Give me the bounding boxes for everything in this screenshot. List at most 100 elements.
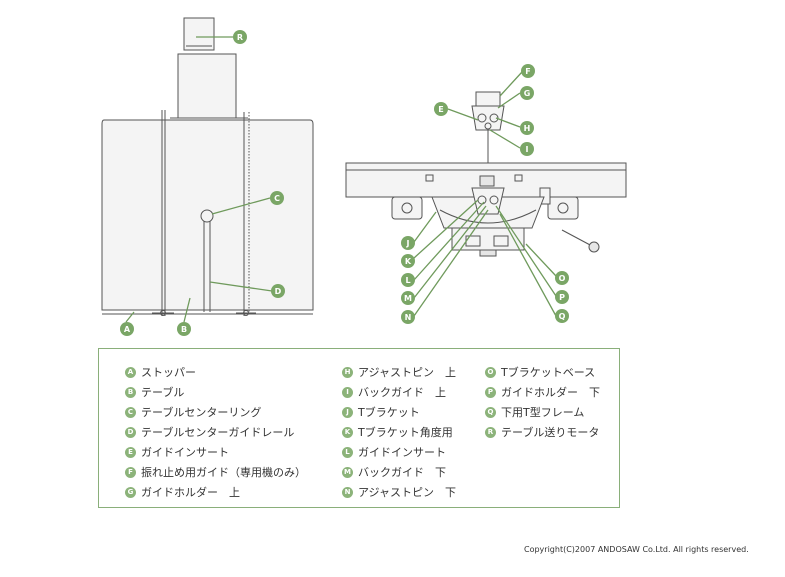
legend-label: Tブラケットベース [501,366,596,379]
center-ring [200,209,214,223]
motor-housing [177,53,237,119]
right-front-view [345,91,627,257]
legend-label: 振れ止め用ガイド（専用機のみ） [141,466,306,479]
svg-text:K: K [405,257,412,266]
leader-lines [125,36,557,323]
copyright-text: Copyright(C)2007 ANDOSAW Co.Ltd. All rig… [524,545,749,554]
legend-badge: M [342,466,353,478]
legend-item: F 振れ止め用ガイド（専用機のみ） [125,463,306,483]
legend-item: K Tブラケット角度用 [342,423,456,443]
left-table-view [101,17,314,316]
svg-text:M: M [404,294,412,303]
legend-item: H アジャストピン 上 [342,363,456,383]
svg-text:L: L [405,276,410,285]
svg-text:H: H [524,124,531,133]
svg-text:G: G [524,89,531,98]
legend-badge: F [125,466,136,478]
legend-item: L ガイドインサート [342,443,456,463]
legend-item: C テーブルセンターリング [125,403,306,423]
callout-j: J [401,236,415,250]
callout-i: I [520,142,534,156]
legend-item: O Tブラケットベース [485,363,600,383]
callout-b: B [177,322,191,336]
svg-text:F: F [525,67,530,76]
legend-item: I バックガイド 上 [342,383,456,403]
legend-column-3: O Tブラケットベース P ガイドホルダー 下 Q 下用T型フレーム R テーブル送りモータ [485,363,600,443]
legend-badge: O [485,366,496,378]
legend-item: J Tブラケット [342,403,456,423]
callout-k: K [401,254,415,268]
legend-item: B テーブル [125,383,306,403]
svg-text:P: P [559,293,565,302]
legend-item: E ガイドインサート [125,443,306,463]
legend-badge: H [342,366,353,378]
legend-badge: I [342,386,353,398]
legend-label: ガイドホルダー 下 [501,386,600,399]
legend-badge: G [125,486,136,498]
legend-badge: R [485,426,496,438]
svg-text:N: N [405,313,412,322]
legend-label: テーブル送りモータ [501,426,600,439]
legend-column-2: H アジャストピン 上 I バックガイド 上 J Tブラケット K Tブラケット角度用 L ガイド… [342,363,456,503]
callouts: R C D A B F G E H I J K L M N O P Q [120,30,569,336]
legend-badge: D [125,426,136,438]
legend-item: G ガイドホルダー 上 [125,483,306,503]
legend-label: バックガイド 上 [358,386,446,399]
callout-a: A [120,322,134,336]
callout-d: D [271,284,285,298]
legend-label: テーブル [141,386,185,399]
callout-f: F [521,64,535,78]
legend-badge: A [125,366,136,378]
callout-l: L [401,273,415,287]
motor-box [183,17,215,51]
machine-diagram: R C D A B F G E H I J K L M N O P Q [101,17,627,336]
legend-item: R テーブル送りモータ [485,423,600,443]
legend-label: バックガイド 下 [358,466,446,479]
legend-badge: B [125,386,136,398]
legend-badge: L [342,446,353,458]
callout-m: M [401,291,415,305]
svg-text:I: I [526,145,529,154]
svg-text:Q: Q [559,312,566,321]
svg-text:O: O [559,274,566,283]
svg-text:A: A [124,325,131,334]
callout-o: O [555,271,569,285]
legend-badge: P [485,386,496,398]
legend-label: Tブラケット [358,406,420,419]
legend-label: テーブルセンターリング [141,406,262,419]
legend-item: Q 下用T型フレーム [485,403,600,423]
legend-item: D テーブルセンターガイドレール [125,423,306,443]
legend-label: ガイドインサート [358,446,446,459]
callout-n: N [401,310,415,324]
legend-label: Tブラケット角度用 [358,426,453,439]
callout-e: E [434,102,448,116]
callout-g: G [520,86,534,100]
legend-item: P ガイドホルダー 下 [485,383,600,403]
callout-h: H [520,121,534,135]
legend-badge: N [342,486,353,498]
legend-label: テーブルセンターガイドレール [141,426,295,439]
legend-badge: E [125,446,136,458]
svg-text:E: E [438,105,443,114]
svg-text:C: C [274,194,280,203]
legend-label: ガイドインサート [141,446,229,459]
legend-label: アジャストピン 上 [358,366,457,379]
legend-badge: K [342,426,353,438]
callout-q: Q [555,309,569,323]
legend-badge: J [342,406,353,418]
legend-item: N アジャストピン 下 [342,483,456,503]
svg-text:R: R [237,33,243,42]
upper-guide-holder [475,91,501,107]
svg-text:D: D [275,287,282,296]
legend-label: アジャストピン 下 [358,486,457,499]
callout-p: P [555,290,569,304]
legend-badge: Q [485,406,496,418]
legend-badge: C [125,406,136,418]
legend-item: M バックガイド 下 [342,463,456,483]
legend-label: 下用T型フレーム [501,406,585,419]
callout-r: R [233,30,247,44]
legend-label: ガイドホルダー 上 [141,486,240,499]
